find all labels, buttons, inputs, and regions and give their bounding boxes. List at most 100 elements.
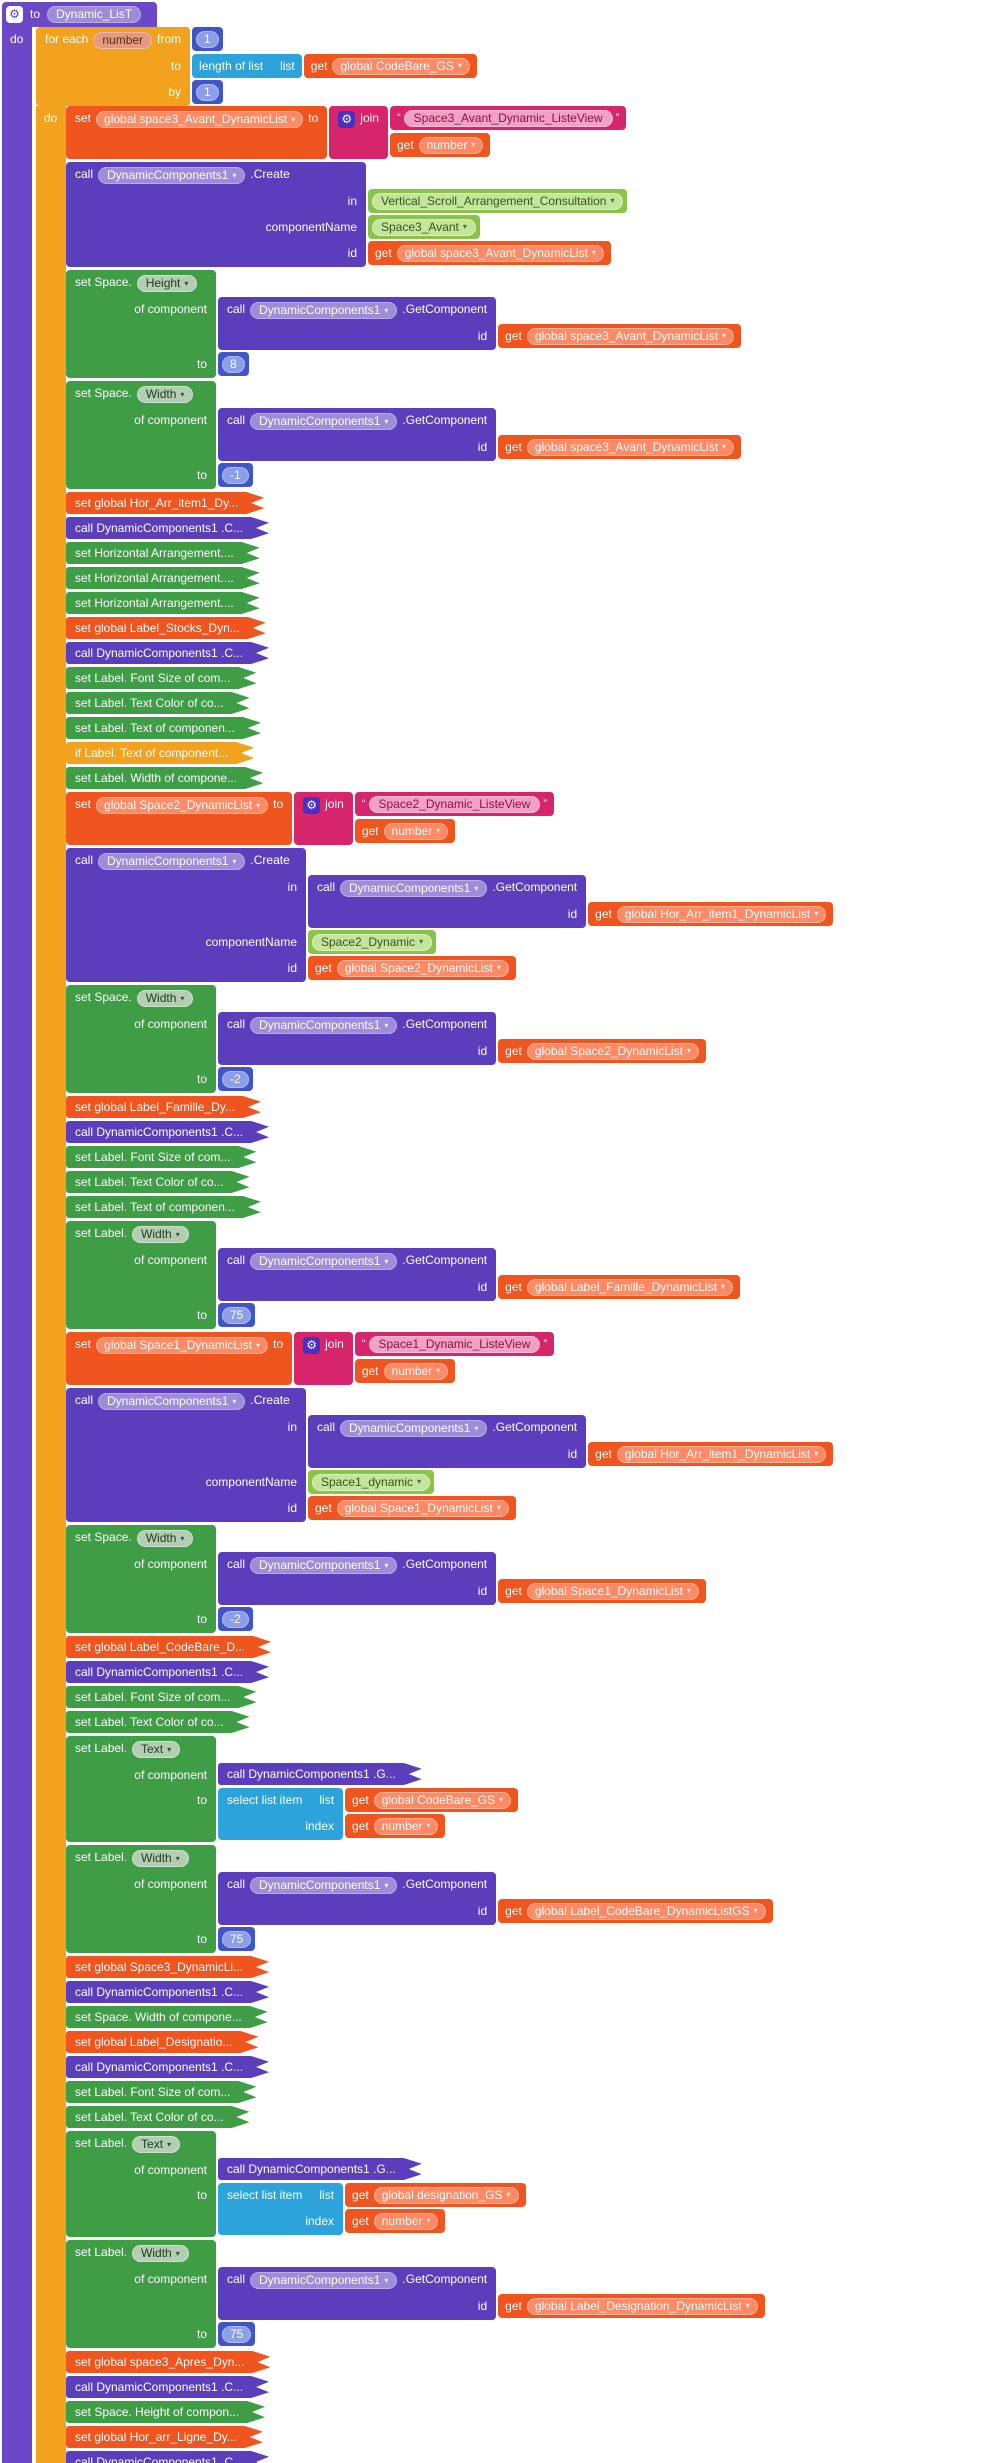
number-block[interactable]: 1 bbox=[192, 27, 223, 51]
variable-dropdown[interactable]: global Space2_DynamicList▾ bbox=[336, 959, 509, 977]
collapsed-set-label-text[interactable]: set Label. Text of componen... bbox=[66, 717, 261, 739]
collapsed-set-label-font-size[interactable]: set Label. Font Size of com... bbox=[66, 1686, 256, 1708]
set-label-width-block[interactable]: set Label. Width▾ of component call Dyna… bbox=[66, 2240, 765, 2348]
collapsed-set-label-text-color[interactable]: set Label. Text Color of co... bbox=[66, 692, 250, 714]
set-global-space2-block[interactable]: set global Space2_DynamicList▾ to ⚙ join bbox=[66, 792, 555, 845]
variable-dropdown[interactable]: global CodeBare_GS▾ bbox=[373, 1791, 512, 1809]
component-dropdown[interactable]: DynamicComponents1▾ bbox=[250, 2272, 398, 2289]
procedure-header[interactable]: ⚙ to Dynamic_LisT bbox=[2, 2, 158, 27]
collapsed-if-label-text[interactable]: if Label. Text of component... bbox=[66, 742, 254, 764]
property-dropdown[interactable]: Text▾ bbox=[132, 2136, 181, 2153]
call-getcomponent-block[interactable]: call DynamicComponents1▾ .GetComponent i… bbox=[218, 297, 742, 350]
component-dropdown[interactable]: Space3_Avant▾ bbox=[372, 218, 476, 236]
collapsed-call-create[interactable]: call DynamicComponents1 .C... bbox=[66, 1981, 269, 2003]
set-global-space1-block[interactable]: set global Space1_DynamicList▾ to ⚙ join bbox=[66, 1332, 555, 1385]
collapsed-set-global-space3-dynamiclist[interactable]: set global Space3_DynamicLi... bbox=[66, 1956, 269, 1978]
collapsed-set-space-height[interactable]: set Space. Height of compon... bbox=[66, 2401, 265, 2423]
component-getter-block[interactable]: Space1_dynamic▾ bbox=[308, 1470, 435, 1494]
collapsed-set-label-font-size[interactable]: set Label. Font Size of com... bbox=[66, 2081, 256, 2103]
property-dropdown[interactable]: Height▾ bbox=[136, 275, 198, 292]
component-dropdown[interactable]: DynamicComponents1▾ bbox=[250, 302, 398, 319]
property-dropdown[interactable]: Width▾ bbox=[132, 1226, 189, 1243]
variable-dropdown[interactable]: global Hor_Arr_item1_DynamicList▾ bbox=[616, 1445, 827, 1463]
collapsed-call-getcomponent[interactable]: call DynamicComponents1 .G... bbox=[218, 2158, 422, 2180]
call-getcomponent-block[interactable]: call DynamicComponents1▾ .GetComponent i… bbox=[308, 875, 834, 928]
collapsed-set-horizontal-arrangement[interactable]: set Horizontal Arrangement.... bbox=[66, 542, 260, 564]
collapsed-set-global-hor-arr-ligne[interactable]: set global Hor_arr_Ligne_Dy... bbox=[66, 2426, 263, 2448]
component-dropdown[interactable]: Vertical_Scroll_Arrangement_Consultation… bbox=[372, 192, 624, 210]
set-space-width-block[interactable]: set Space. Width▾ of component call Dyna… bbox=[66, 1525, 706, 1633]
mutator-gear-icon[interactable]: ⚙ bbox=[303, 797, 321, 814]
property-dropdown[interactable]: Width▾ bbox=[136, 386, 194, 403]
text-field[interactable]: Space3_Avant_Dynamic_ListeView bbox=[403, 109, 613, 127]
variable-dropdown[interactable]: global designation_GS▾ bbox=[373, 2186, 519, 2204]
property-dropdown[interactable]: Width▾ bbox=[136, 990, 194, 1007]
collapsed-set-space-width[interactable]: set Space. Width of compone... bbox=[66, 2006, 268, 2028]
variable-dropdown[interactable]: global Label_CodeBare_DynamicListGS▾ bbox=[526, 1902, 766, 1920]
component-dropdown[interactable]: DynamicComponents1▾ bbox=[250, 413, 398, 430]
variable-dropdown[interactable]: global space3_Avant_DynamicList▾ bbox=[526, 327, 735, 345]
mutator-gear-icon[interactable]: ⚙ bbox=[6, 6, 23, 23]
variable-dropdown[interactable]: global Label_Designation_DynamicList▾ bbox=[526, 2297, 758, 2315]
collapsed-set-label-width[interactable]: set Label. Width of compone... bbox=[66, 767, 263, 789]
component-getter-block[interactable]: Vertical_Scroll_Arrangement_Consultation… bbox=[368, 189, 628, 213]
collapsed-set-global-space3-apres[interactable]: set global space3_Apres_Dyn... bbox=[66, 2351, 270, 2373]
number-block[interactable]: 75 bbox=[218, 1927, 256, 1951]
component-dropdown[interactable]: DynamicComponents1▾ bbox=[98, 853, 246, 870]
text-string-block[interactable]: “ Space3_Avant_Dynamic_ListeView ” bbox=[389, 106, 627, 130]
set-space-width-block[interactable]: set Space. Width▾ of component call Dyna… bbox=[66, 985, 706, 1093]
mutator-gear-icon[interactable]: ⚙ bbox=[303, 1337, 321, 1354]
collapsed-call-create[interactable]: call DynamicComponents1 .C... bbox=[66, 1661, 269, 1683]
foreach-block[interactable]: for each number from 1 to length of list… bbox=[36, 27, 834, 2463]
set-global-space3-avant-block[interactable]: set global space3_Avant_DynamicList▾ to … bbox=[66, 106, 627, 159]
call-getcomponent-block[interactable]: call DynamicComponents1▾ .GetComponent i… bbox=[218, 1552, 706, 1605]
collapsed-call-create[interactable]: call DynamicComponents1 .C... bbox=[66, 1121, 269, 1143]
component-dropdown[interactable]: DynamicComponents1▾ bbox=[250, 1877, 398, 1894]
call-create-space2-block[interactable]: call DynamicComponents1▾ .Create in call… bbox=[66, 848, 834, 982]
procedure-name-field[interactable]: Dynamic_LisT bbox=[47, 6, 142, 23]
collapsed-set-horizontal-arrangement[interactable]: set Horizontal Arrangement.... bbox=[66, 592, 260, 614]
component-getter-block[interactable]: Space3_Avant▾ bbox=[368, 215, 480, 239]
call-create-space3-avant-block[interactable]: call DynamicComponents1▾ .Create in Vert… bbox=[66, 162, 628, 267]
collapsed-set-global-hor-arr-item1[interactable]: set global Hor_Arr_item1_Dy... bbox=[66, 492, 264, 514]
number-block[interactable]: -2 bbox=[218, 1607, 253, 1631]
component-dropdown[interactable]: DynamicComponents1▾ bbox=[340, 880, 488, 897]
join-block[interactable]: ⚙ join “ Space1_Dynamic_ListeView ” bbox=[294, 1332, 555, 1385]
component-dropdown[interactable]: DynamicComponents1▾ bbox=[340, 1420, 488, 1437]
number-block[interactable]: 1 bbox=[192, 80, 223, 104]
property-dropdown[interactable]: Text▾ bbox=[132, 1741, 181, 1758]
variable-dropdown[interactable]: number▾ bbox=[383, 822, 449, 840]
join-block[interactable]: ⚙ join “ Space3_Avant_Dynamic_ListeView … bbox=[329, 106, 627, 159]
collapsed-set-label-text-color[interactable]: set Label. Text Color of co... bbox=[66, 2106, 250, 2128]
call-create-space1-block[interactable]: call DynamicComponents1▾ .Create in call… bbox=[66, 1388, 834, 1522]
number-block[interactable]: -1 bbox=[218, 463, 253, 487]
text-field[interactable]: Space2_Dynamic_ListeView bbox=[368, 795, 541, 813]
text-string-block[interactable]: “ Space2_Dynamic_ListeView ” bbox=[354, 792, 555, 816]
component-dropdown[interactable]: DynamicComponents1▾ bbox=[250, 1253, 398, 1270]
mutator-gear-icon[interactable]: ⚙ bbox=[338, 111, 356, 128]
variable-dropdown[interactable]: global CodeBare_GS▾ bbox=[332, 57, 470, 75]
length-of-list-block[interactable]: length of list list bbox=[192, 54, 302, 78]
number-block[interactable]: -2 bbox=[218, 1067, 253, 1091]
number-block[interactable]: 75 bbox=[218, 2322, 256, 2346]
set-label-text-designation-block[interactable]: set Label. Text▾ of component call Dynam… bbox=[66, 2131, 526, 2237]
collapsed-call-getcomponent[interactable]: call DynamicComponents1 .G... bbox=[218, 1763, 422, 1785]
collapsed-set-label-text[interactable]: set Label. Text of componen... bbox=[66, 1196, 261, 1218]
component-dropdown[interactable]: Space2_Dynamic▾ bbox=[312, 933, 433, 951]
property-dropdown[interactable]: Width▾ bbox=[136, 1530, 194, 1547]
collapsed-set-label-text-color[interactable]: set Label. Text Color of co... bbox=[66, 1171, 250, 1193]
collapsed-call-create[interactable]: call DynamicComponents1 .C... bbox=[66, 642, 269, 664]
